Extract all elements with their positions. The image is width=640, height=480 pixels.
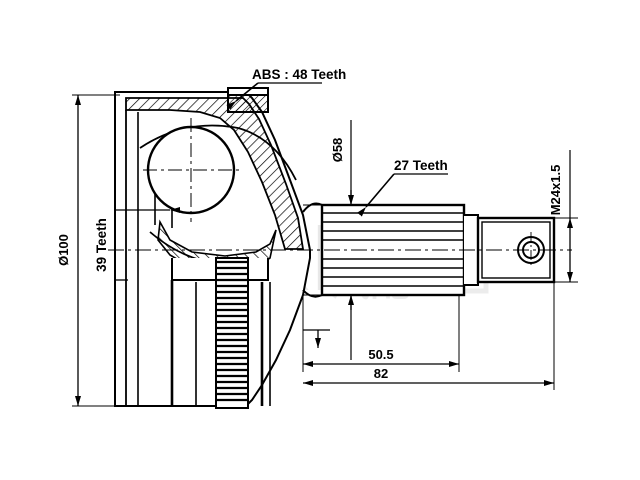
boot-transition bbox=[302, 202, 323, 298]
dimension-50-5: 50.5 bbox=[302, 295, 460, 372]
dimension-82: 82 bbox=[303, 282, 555, 390]
housing-hatch-upper bbox=[125, 97, 305, 250]
dim-label-m24: M24x1.5 bbox=[548, 165, 563, 216]
dim-label-dia-58: Ø58 bbox=[330, 138, 345, 163]
transition-arc-top bbox=[302, 202, 323, 213]
abs-tone-ring-teeth-strip bbox=[215, 257, 249, 409]
callout-27-teeth: 27 Teeth bbox=[357, 158, 448, 217]
dimension-dia-100: Ø100 bbox=[56, 94, 120, 407]
dimension-dia-58: Ø58 bbox=[303, 120, 360, 360]
leader-abs-diag bbox=[226, 82, 259, 110]
dimension-thread-m24: M24x1.5 bbox=[548, 150, 578, 283]
spline-lines bbox=[322, 212, 464, 287]
dim-label-50-5: 50.5 bbox=[368, 347, 393, 362]
tone-ring-teeth bbox=[216, 260, 248, 402]
cv-joint-assembly bbox=[108, 87, 572, 409]
label-abs-48-teeth: ABS : 48 Teeth bbox=[252, 67, 346, 82]
dim-label-dia-100: Ø100 bbox=[56, 234, 71, 266]
leader-27-diag bbox=[357, 173, 395, 217]
tone-ring-section bbox=[227, 94, 269, 113]
dim-label-82: 82 bbox=[374, 366, 388, 381]
callout-39-teeth: 39 Teeth bbox=[94, 207, 180, 281]
leader-tick-group bbox=[303, 329, 330, 348]
label-39-teeth: 39 Teeth bbox=[94, 218, 109, 272]
transition-arc-bottom bbox=[302, 289, 323, 298]
label-27-teeth: 27 Teeth bbox=[394, 158, 448, 173]
callout-abs-48-teeth: ABS : 48 Teeth bbox=[226, 67, 346, 110]
